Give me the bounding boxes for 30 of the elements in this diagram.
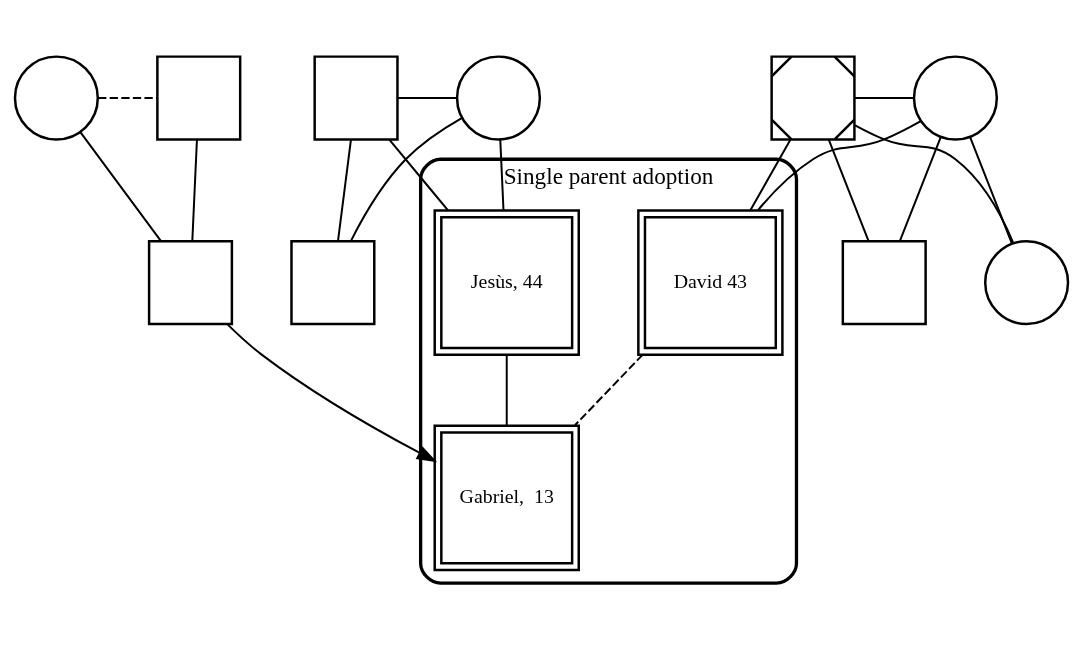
node-box: Gabriel, 13 [433,424,580,571]
connector [854,123,1015,244]
connector [505,353,508,426]
node-circle [984,239,1070,325]
node-box [313,54,399,141]
connector [749,137,792,212]
connector [827,137,870,242]
connector [499,137,505,212]
connector [396,96,458,99]
connector [349,116,463,242]
connector [337,137,352,242]
arrow [226,322,438,462]
node-circle [455,54,542,141]
node-box [290,239,376,325]
connector [573,353,644,426]
connector [191,137,198,242]
node-circle [912,54,999,141]
node-box [156,54,242,141]
connector [969,135,1013,244]
node-box: David 43 [637,208,784,356]
connector [388,137,450,212]
connector [97,96,159,99]
node-box [841,239,927,325]
node-box: Jesùs, 44 [433,208,580,356]
node-circle [13,54,99,141]
connector [757,119,922,211]
connector [853,96,915,99]
connector [899,135,942,242]
node-box [147,239,234,325]
connector [79,130,162,242]
